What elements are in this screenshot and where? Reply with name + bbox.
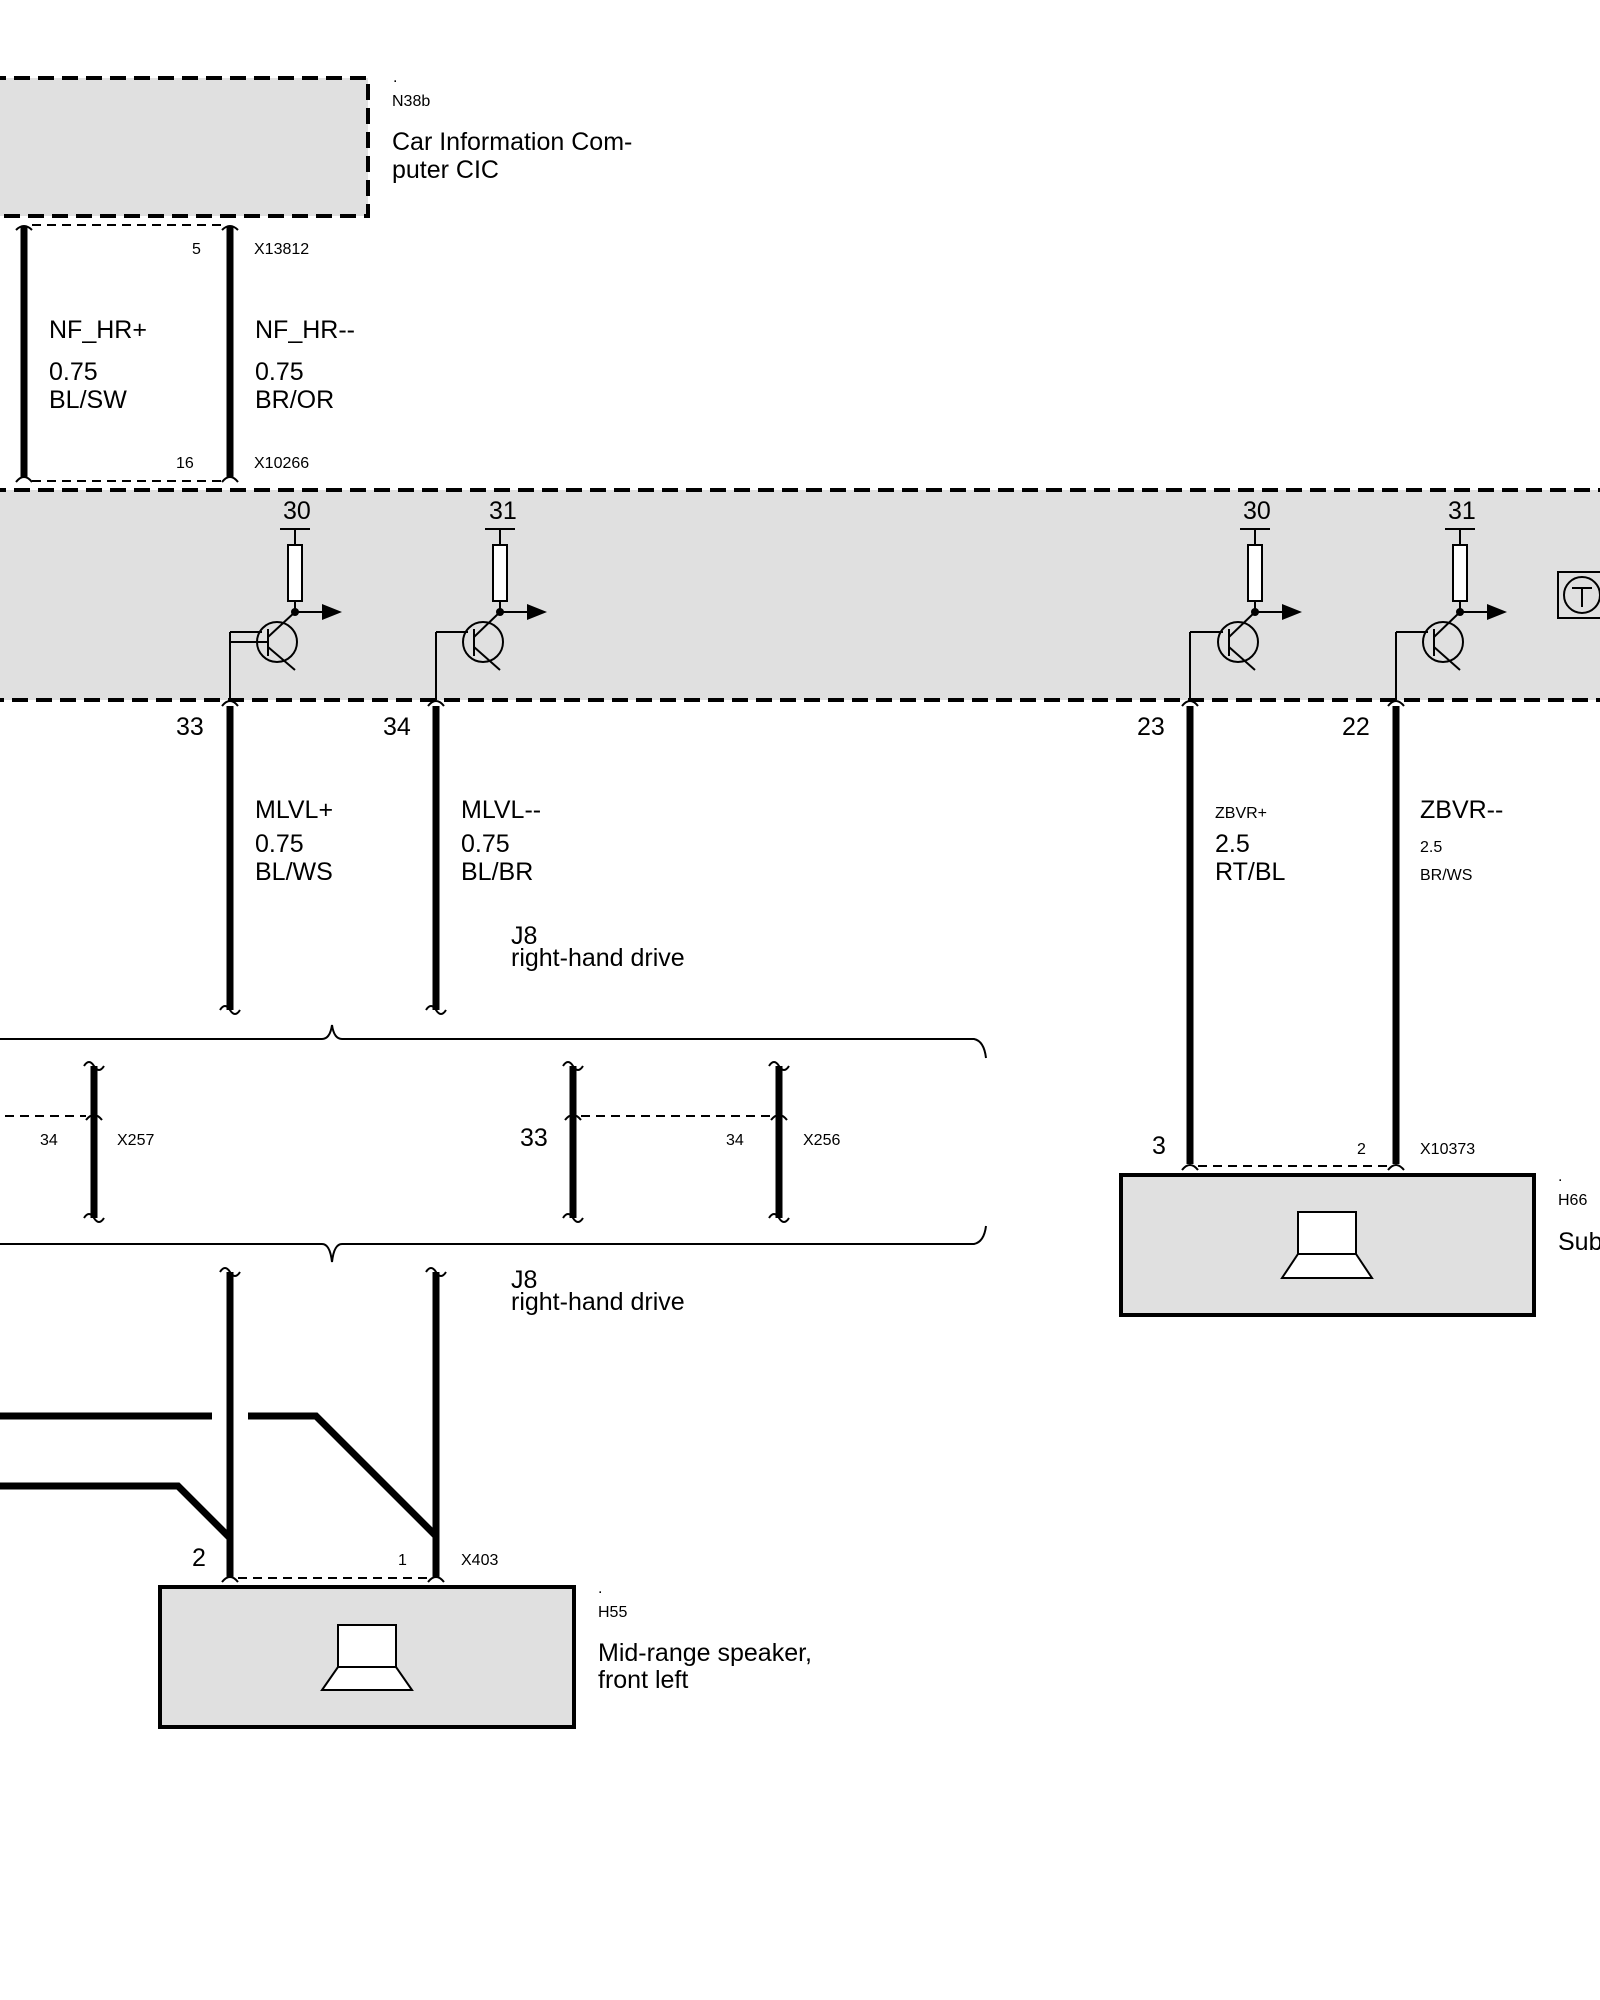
amp-output-stage-2 (435, 528, 547, 700)
x256-pin-mark-right (770, 1114, 788, 1121)
mid-speaker-dot: . (598, 1580, 602, 1597)
amp-supply-pin-2: 31 (489, 497, 517, 525)
mid-speaker-name-line2: front left (598, 1666, 688, 1694)
amp-output-stage-1 (229, 528, 342, 700)
wire-cross-lower (0, 1482, 233, 1541)
subwoofer-dot: . (1558, 1168, 1562, 1185)
nf-hr-plus-signal: NF_HR+ (49, 316, 147, 344)
variant-bottom-code: J8 (511, 1266, 537, 1294)
subwoofer-id: H66 (1558, 1192, 1587, 1209)
x257-pin: 34 (40, 1132, 58, 1149)
zbvr-plus-color: RT/BL (1215, 858, 1285, 886)
amp-output-stage-partial (1557, 571, 1600, 619)
cic-dot: . (393, 69, 397, 86)
amp-out-mark-23 (1181, 700, 1199, 707)
amp-out-mark-34 (427, 700, 445, 707)
cic-id: N38b (392, 93, 430, 110)
x257-id: X257 (117, 1132, 154, 1149)
amp-output-stage-4 (1395, 528, 1507, 700)
x10373-id: X10373 (1420, 1141, 1475, 1158)
x256-pin-right: 34 (726, 1132, 744, 1149)
x10373-pin-mark-left (1181, 1164, 1199, 1171)
mlvl-minus-color: BL/BR (461, 858, 533, 886)
cic-module-box (0, 76, 370, 218)
x257-break-bottom (83, 1213, 105, 1223)
x256-break-top-right (768, 1061, 790, 1071)
zbvr-minus-signal: ZBVR-- (1420, 796, 1503, 824)
x256-break-bottom-left (562, 1213, 584, 1223)
zbvr-minus-gauge: 2.5 (1420, 839, 1442, 856)
amp-supply-pin-1: 30 (283, 497, 311, 525)
mlvl-plus-color: BL/WS (255, 858, 333, 886)
amp-output-stage-3 (1189, 528, 1302, 700)
speaker-icon (320, 1624, 414, 1691)
mlvl-plus-break-top (219, 1005, 241, 1015)
zbvr-plus-signal: ZBVR+ (1215, 805, 1267, 822)
x256-break-bottom-right (768, 1213, 790, 1223)
x10266-id: X10266 (254, 455, 309, 472)
amp-out-mark-33 (221, 700, 239, 707)
variant-brace-bottom (0, 1225, 987, 1263)
x10266-pin: 16 (176, 455, 194, 472)
variant-top-label: right-hand drive (511, 944, 685, 972)
wire-cross-upper (0, 1412, 439, 1539)
cic-name-line1: Car Information Com- (392, 128, 632, 156)
zbvr-minus-color: BR/WS (1420, 867, 1472, 884)
x13812-pin: 5 (192, 241, 201, 258)
nf-hr-minus-color: BR/OR (255, 386, 334, 414)
x10266-pin-mark-left (15, 476, 33, 483)
amp-output-pin-33: 33 (176, 713, 204, 741)
subwoofer-name-partial: Sub (1558, 1228, 1600, 1256)
x256-pin-left: 33 (520, 1124, 548, 1152)
mlvl-plus-gauge: 0.75 (255, 830, 304, 858)
x257-pin-mark (85, 1114, 103, 1121)
variant-brace-top (0, 1024, 987, 1059)
amp-supply-pin-3: 30 (1243, 497, 1271, 525)
mlvl-plus-signal: MLVL+ (255, 796, 333, 824)
amp-output-pin-22: 22 (1342, 713, 1370, 741)
amp-supply-pin-4: 31 (1448, 497, 1476, 525)
nf-hr-plus-color: BL/SW (49, 386, 127, 414)
x403-id: X403 (461, 1552, 498, 1569)
amp-out-mark-22 (1387, 700, 1405, 707)
mlvl-minus-gauge: 0.75 (461, 830, 510, 858)
nf-hr-minus-signal: NF_HR-- (255, 316, 355, 344)
x10266-pin-mark-right (221, 476, 239, 483)
x403-pin-mark-left (221, 1576, 239, 1583)
mid-speaker-name-line1: Mid-range speaker, (598, 1639, 812, 1667)
amp-output-pin-34: 34 (383, 713, 411, 741)
amplifier-module-box (0, 488, 1600, 702)
x256-break-top-left (562, 1061, 584, 1071)
x13812-id: X13812 (254, 241, 309, 258)
x257-break-top (83, 1061, 105, 1071)
cic-name-line2: puter CIC (392, 156, 499, 184)
x256-pin-mark-left (564, 1114, 582, 1121)
nf-hr-plus-gauge: 0.75 (49, 358, 98, 386)
x403-pin-left: 2 (192, 1544, 206, 1572)
mid-speaker-id: H55 (598, 1604, 627, 1621)
mlvl-minus-break-top (425, 1005, 447, 1015)
zbvr-plus-gauge: 2.5 (1215, 830, 1250, 858)
amp-output-pin-23: 23 (1137, 713, 1165, 741)
nf-hr-minus-gauge: 0.75 (255, 358, 304, 386)
x10373-pin-mark-right (1387, 1164, 1405, 1171)
x256-id: X256 (803, 1132, 840, 1149)
x10373-pin-right: 2 (1357, 1141, 1366, 1158)
x403-pin-right: 1 (398, 1552, 407, 1569)
x10373-pin-left: 3 (1152, 1132, 1166, 1160)
variant-bottom-label: right-hand drive (511, 1288, 685, 1316)
speaker-icon (1280, 1211, 1374, 1279)
mlvl-minus-signal: MLVL-- (461, 796, 541, 824)
variant-top-code: J8 (511, 922, 537, 950)
x403-pin-mark-right (427, 1576, 445, 1583)
